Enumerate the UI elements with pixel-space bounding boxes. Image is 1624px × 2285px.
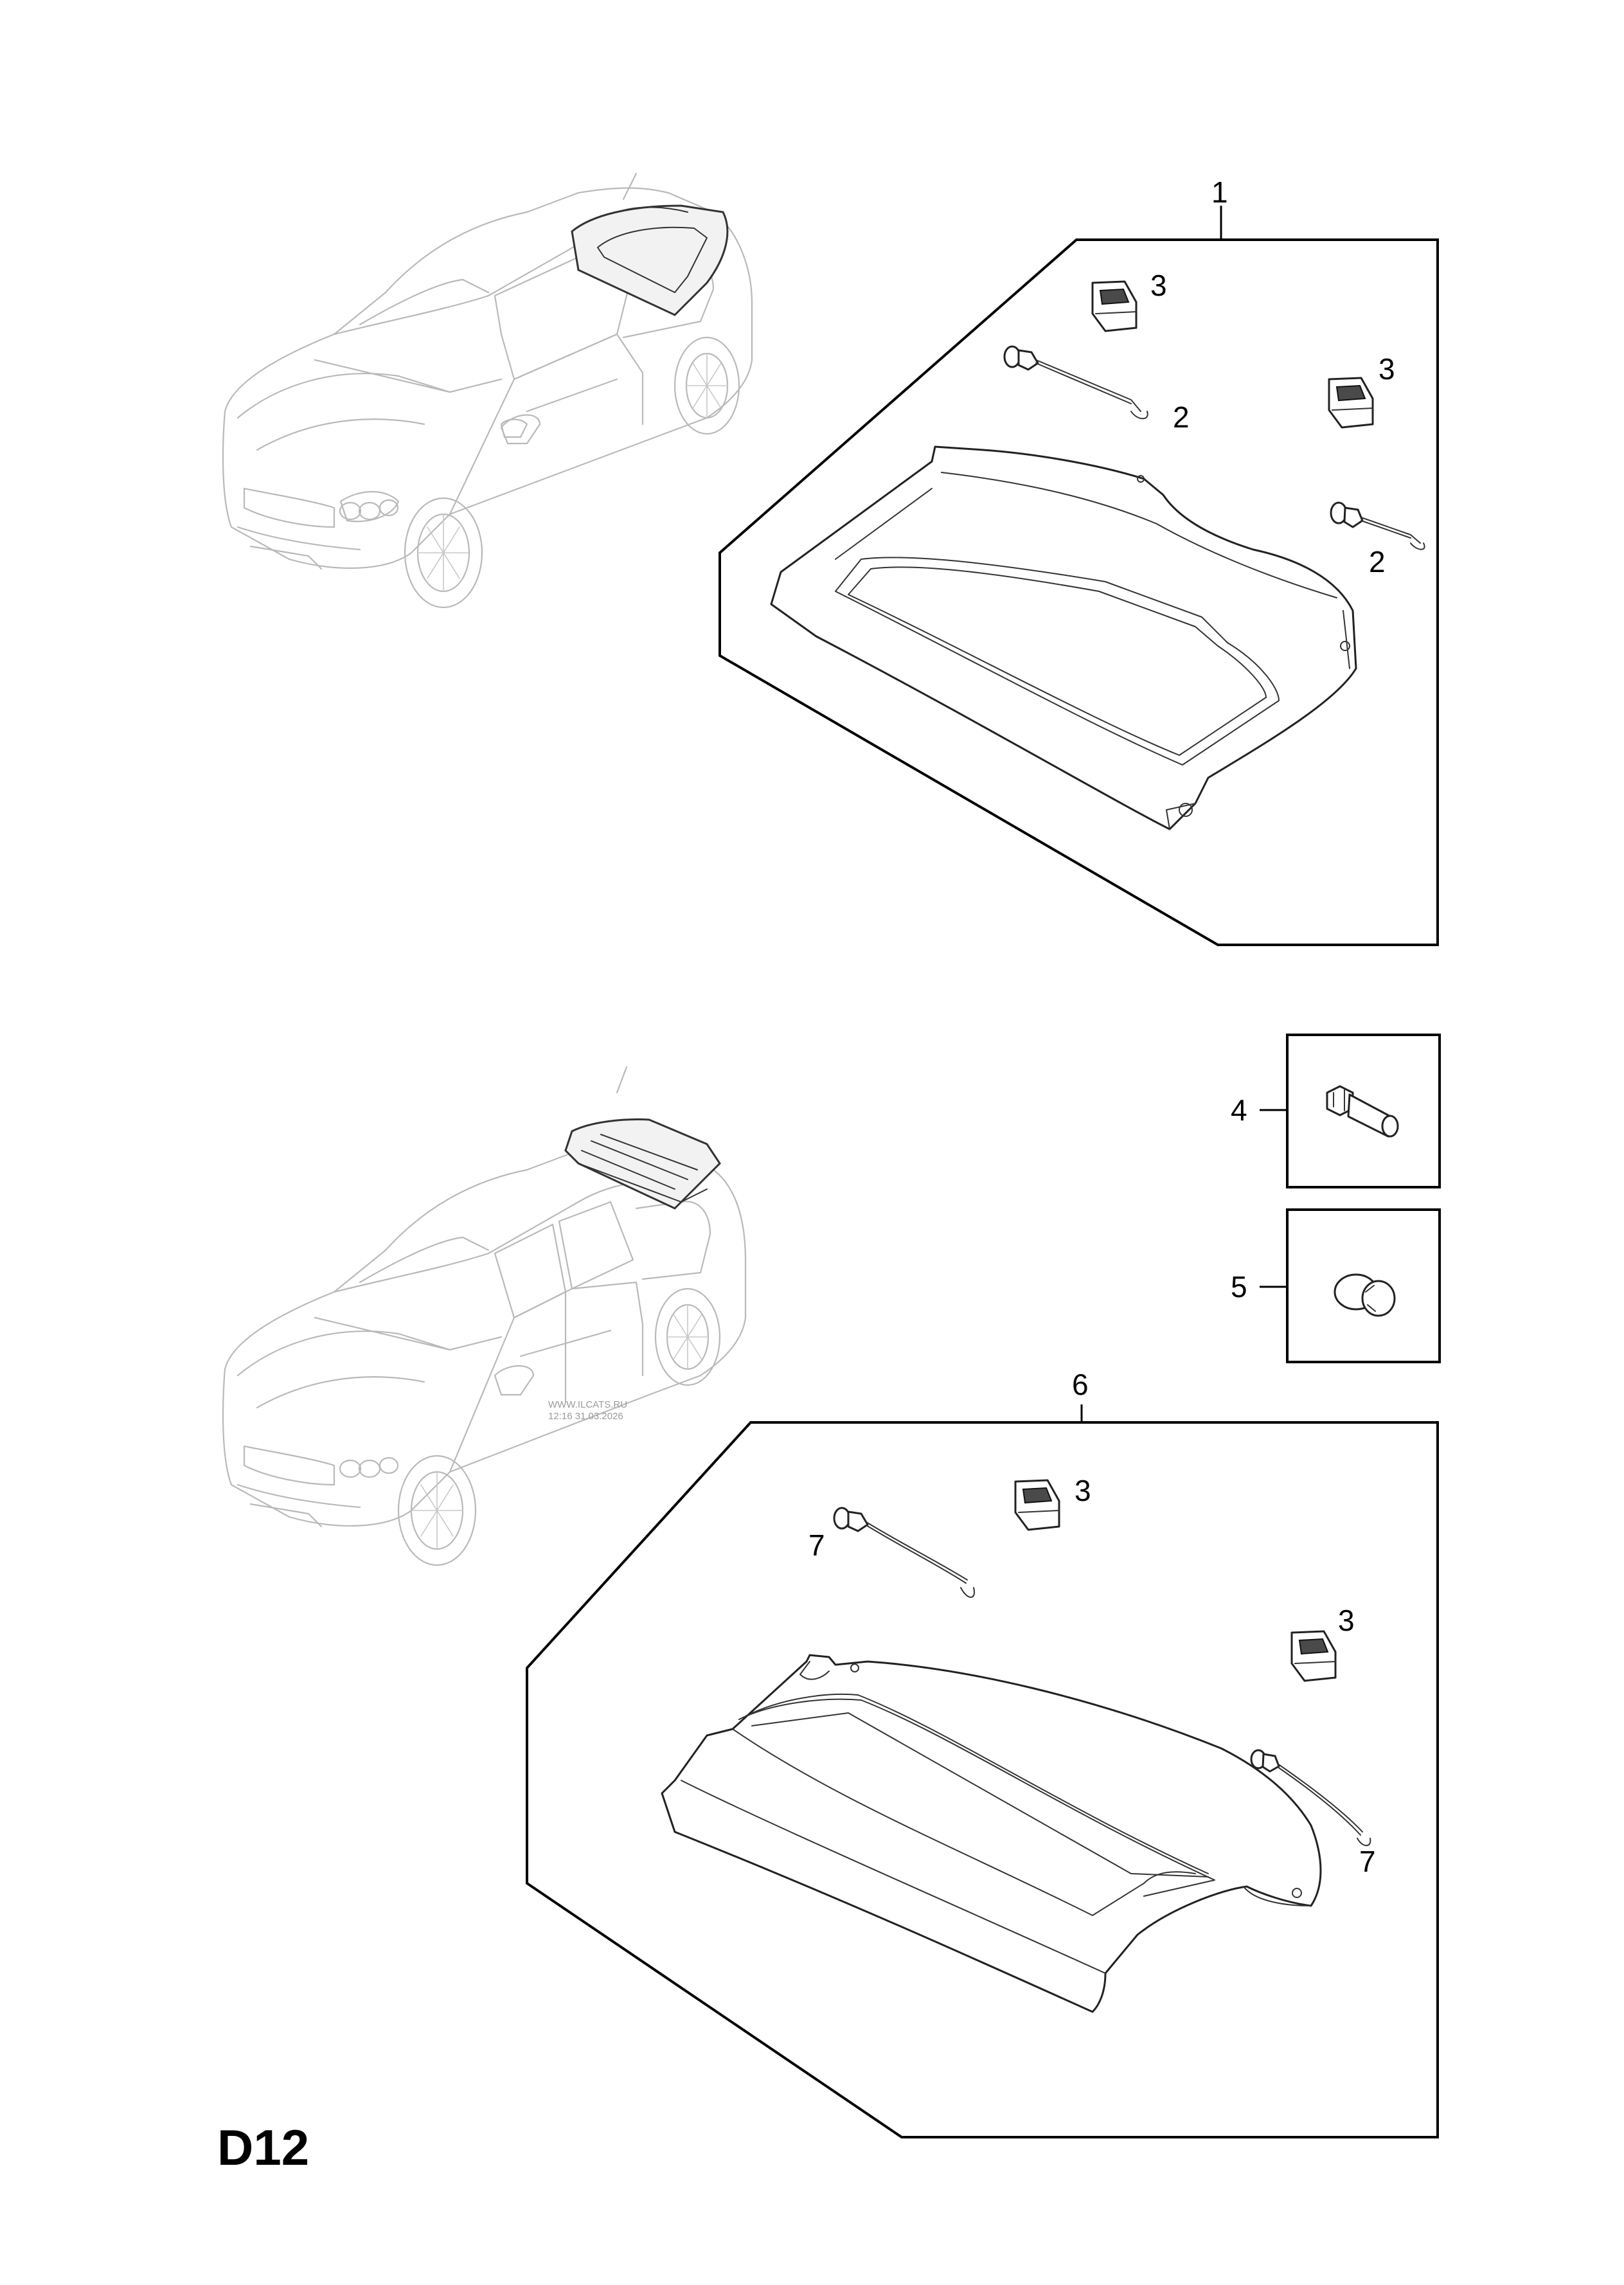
clip-icon [1014, 1479, 1060, 1531]
callout-part-3: 3 [1150, 269, 1167, 302]
callout-part-5: 5 [1231, 1270, 1247, 1304]
callout-part-6: 6 [1072, 1368, 1089, 1401]
watermark-line-2: 12:16 31.03.2026 [548, 1411, 623, 1422]
parcel-shelf-icon [770, 445, 1357, 830]
callout-part-2: 2 [1173, 400, 1190, 434]
hatchback-3door-icon [222, 172, 753, 609]
callout-part-3: 3 [1338, 1604, 1355, 1637]
part-frame-5 [1260, 1208, 1441, 1363]
parcel-shelf-icon [661, 1654, 1322, 2013]
clip-icon [1328, 377, 1374, 429]
cord-icon [1003, 345, 1148, 420]
ball-stud-icon [1334, 1273, 1396, 1317]
callout-part-1: 1 [1211, 175, 1228, 209]
page-code: D12 [217, 2119, 309, 2176]
cord-icon [833, 1507, 975, 1598]
cord-icon [1330, 501, 1425, 550]
bolt-icon [1326, 1085, 1399, 1138]
callout-part-2: 2 [1369, 545, 1386, 578]
callout-part-4: 4 [1231, 1093, 1247, 1127]
clip-icon [1290, 1630, 1337, 1682]
watermark-line-1: WWW.ILCATS.RU [548, 1399, 627, 1410]
hatchback-5door-icon [222, 1066, 747, 1566]
callout-part-3: 3 [1379, 352, 1395, 386]
callout-part-7: 7 [808, 1528, 825, 1562]
callout-part-7: 7 [1359, 1845, 1376, 1878]
cord-icon [1250, 1749, 1371, 1847]
assembly-frame-1 [718, 206, 1439, 946]
part-frame-4 [1260, 1034, 1441, 1188]
assembly-frame-6 [526, 1404, 1439, 2138]
clip-icon [1091, 280, 1138, 332]
callout-part-3: 3 [1075, 1474, 1091, 1507]
